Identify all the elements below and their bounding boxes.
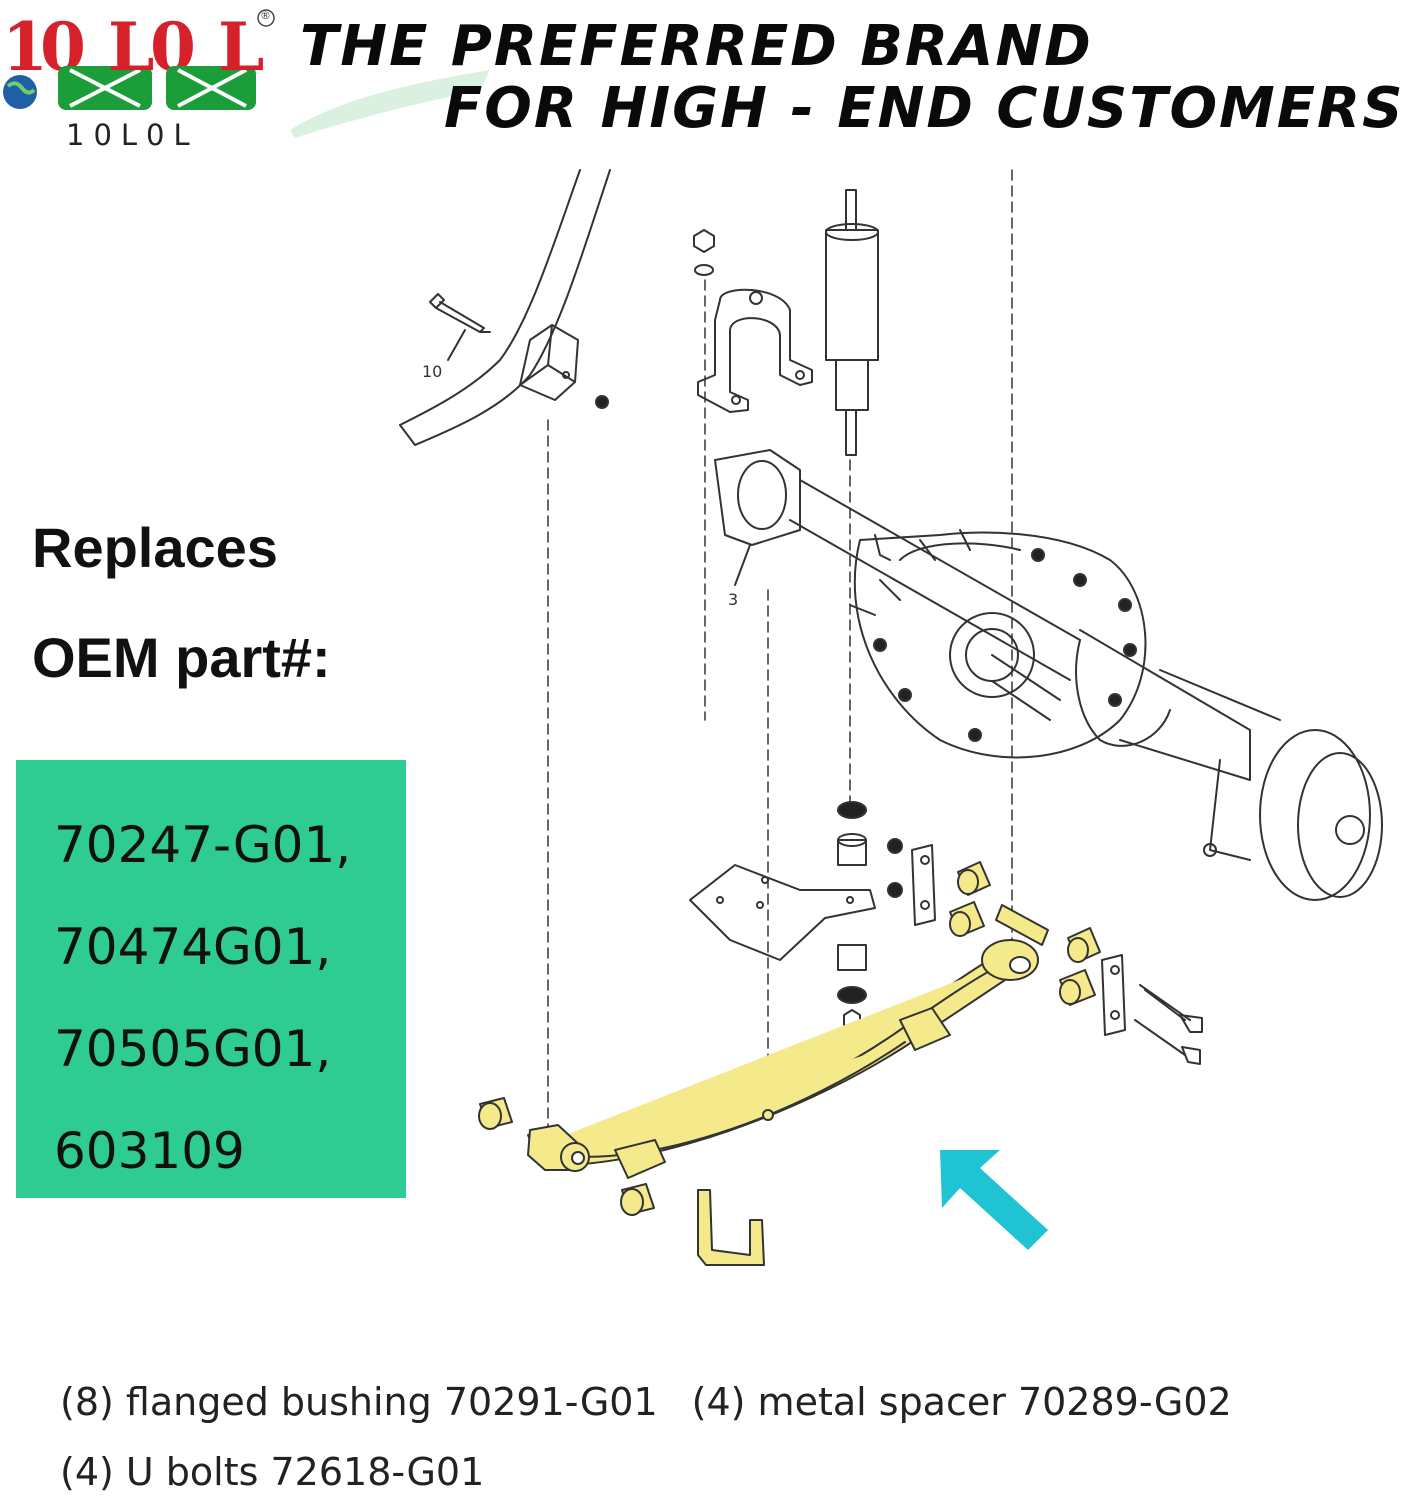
leaf-spring	[527, 939, 1039, 1179]
metal-spacer-group	[995, 904, 1049, 946]
logo-text: 10L0L	[66, 118, 199, 152]
headline-line-1: THE PREFERRED BRAND	[300, 14, 1093, 79]
callout-3-leader	[734, 544, 751, 586]
headline-line-2: FOR HIGH - END CUSTOMERS	[444, 76, 1405, 141]
axle-bushing-part-3	[714, 449, 801, 546]
suspension-exploded-diagram: 10 3	[399, 169, 1383, 1266]
shackle-assembly	[887, 838, 1203, 1065]
part-u-bolts: (4) U bolts 72618-G01	[60, 1450, 485, 1494]
frame-rail	[399, 169, 611, 446]
flanged-bushing-group	[478, 861, 1101, 1216]
svg-text:1: 1	[2, 8, 48, 86]
replaces-heading: Replaces	[32, 516, 278, 579]
center-bolt	[762, 1109, 774, 1121]
oem-part-number: 70505G01,	[54, 1020, 332, 1078]
oem-part-number: 603109	[54, 1122, 245, 1180]
spring-perch-stack	[837, 801, 867, 1031]
shock-absorber	[825, 189, 879, 456]
part-flanged-bushing: (8) flanged bushing 70291-G01	[60, 1380, 658, 1424]
registered-mark: ®	[260, 9, 271, 22]
oem-part-number: 70247-G01,	[54, 816, 352, 874]
frame-bracket	[519, 324, 609, 409]
brand-logo: 1 0 L 0 L ® 10L0L	[0, 0, 280, 160]
part-metal-spacer: (4) metal spacer 70289-G02	[691, 1380, 1232, 1424]
svg-text:L: L	[108, 8, 154, 86]
upper-clamp	[697, 288, 813, 413]
callout-10-leader	[447, 329, 466, 361]
parts-line-2: (4) U bolts 72618-G01	[60, 1450, 484, 1494]
bolt-part-10	[429, 293, 491, 333]
u-bolt	[697, 1189, 765, 1266]
oem-part-heading: OEM part#:	[32, 626, 331, 689]
guide-lines	[547, 169, 1013, 1136]
nut-washer	[693, 229, 715, 276]
rear-axle-differential	[789, 479, 1383, 901]
logo-mark-icon: 1 0 L 0 L	[2, 8, 275, 110]
parts-line-1: (8) flanged bushing 70291-G01 (4) metal s…	[60, 1380, 1232, 1424]
svg-text:L: L	[218, 8, 264, 86]
callout-10: 10	[422, 362, 442, 381]
mount-plate	[689, 864, 876, 961]
oem-part-number: 70474G01,	[54, 918, 332, 976]
oem-part-list: 70247-G01, 70474G01, 70505G01, 603109	[54, 794, 351, 1202]
highlight-arrow-icon	[940, 1150, 1048, 1250]
oem-part-box: 70247-G01, 70474G01, 70505G01, 603109	[16, 760, 406, 1198]
brush-stroke-decoration	[290, 70, 490, 138]
callout-3: 3	[728, 590, 738, 609]
